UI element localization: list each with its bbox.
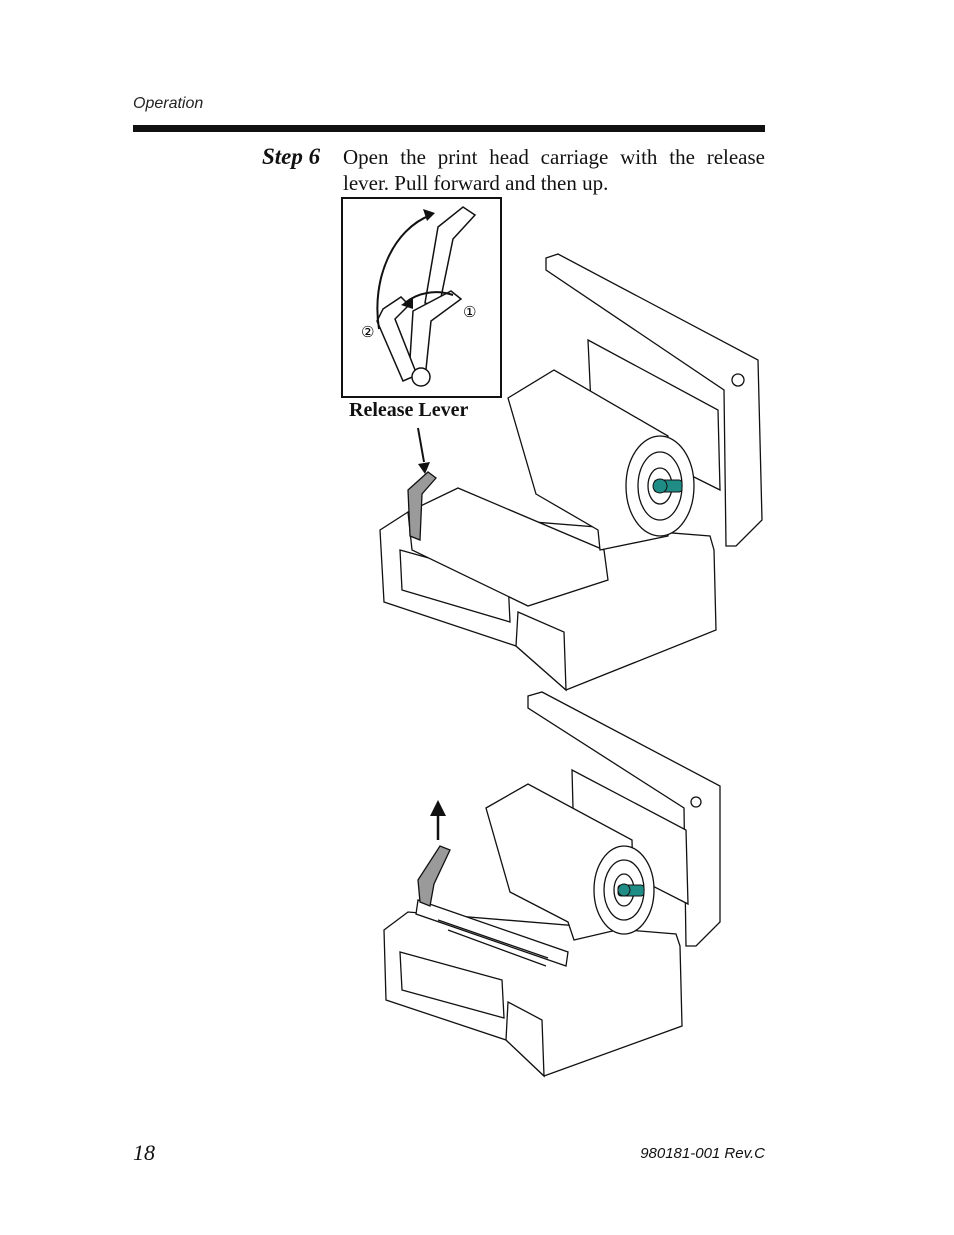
lever-detail-inset: ① ② bbox=[341, 197, 502, 398]
step-instruction: Open the print head carriage with the re… bbox=[343, 145, 765, 195]
printer-lever-closed-figure bbox=[378, 250, 770, 700]
document-reference: 980181-001 Rev.C bbox=[640, 1145, 765, 1162]
header-rule bbox=[133, 125, 765, 132]
page-number: 18 bbox=[133, 1140, 155, 1165]
printer-lever-raised-figure bbox=[378, 690, 723, 1085]
step-label: Step 6 bbox=[262, 144, 321, 169]
section-header: Operation bbox=[133, 95, 204, 112]
printer-illustration bbox=[379, 253, 763, 692]
inset-marker-1: ① bbox=[463, 303, 476, 321]
up-arrow-icon bbox=[430, 800, 446, 816]
printer-illustration bbox=[383, 691, 721, 1078]
inset-marker-2: ② bbox=[361, 323, 374, 341]
release-lever-callout: Release Lever bbox=[349, 399, 469, 421]
release-lever-illustration: ① ② bbox=[361, 206, 476, 387]
